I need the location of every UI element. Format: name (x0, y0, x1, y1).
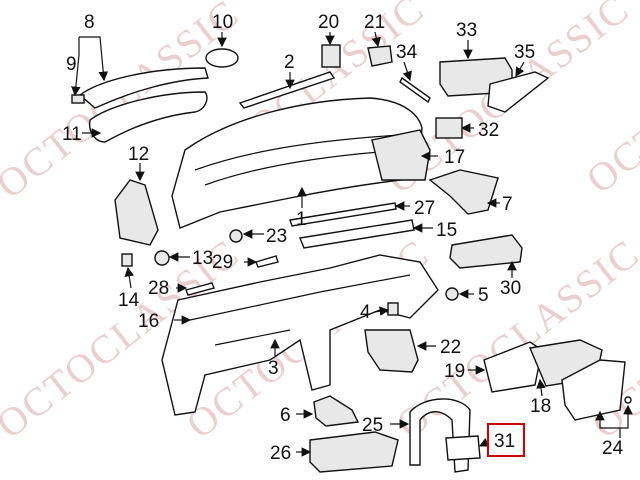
highlight-box (487, 423, 525, 457)
callout-34: 34 (396, 42, 418, 63)
callout-32: 32 (478, 120, 499, 141)
part-grommet-5 (445, 287, 459, 301)
callout-33: 33 (456, 20, 477, 41)
part-side-cover (114, 179, 159, 246)
callout-10: 10 (212, 12, 233, 33)
part-clip (71, 94, 85, 104)
part-center-vent (449, 234, 523, 269)
callout-14: 14 (118, 290, 140, 311)
part-rod (399, 76, 431, 104)
part-bracket-22 (364, 329, 419, 373)
callout-28: 28 (148, 278, 169, 299)
callout-22: 22 (440, 337, 461, 358)
callout-31: 31 (494, 431, 515, 452)
part-air-duct (428, 169, 499, 215)
callout-5: 5 (478, 285, 489, 306)
leader-lines (71, 31, 633, 457)
part-trim-strip (238, 71, 336, 109)
part-dash-top-cover (78, 67, 209, 109)
callout-20: 20 (318, 12, 339, 33)
callout-11: 11 (62, 124, 82, 145)
part-bezel-frame (487, 71, 550, 113)
callout-19: 19 (444, 361, 465, 382)
part-module-26 (309, 431, 399, 473)
callout-7: 7 (502, 194, 513, 215)
part-strip-28 (185, 282, 215, 296)
part-vent-duct (371, 129, 431, 181)
callout-9: 9 (66, 54, 77, 75)
callout-16: 16 (138, 311, 159, 332)
callout-29: 29 (212, 252, 233, 273)
callout-26: 26 (270, 443, 291, 464)
part-cover-31 (445, 435, 481, 461)
part-bracket-4 (387, 302, 399, 316)
part-bracket-20 (321, 44, 341, 68)
callout-labels: 8 9 10 11 2 20 21 34 33 35 32 17 12 7 27… (62, 12, 624, 464)
part-grommet-23 (229, 229, 243, 243)
part-bracket-6 (313, 395, 360, 427)
callout-30: 30 (500, 278, 521, 299)
part-screw (624, 396, 632, 404)
part-switch (435, 117, 463, 139)
callout-15: 15 (436, 220, 457, 241)
callout-4: 4 (360, 302, 371, 323)
part-support-frame (161, 254, 439, 416)
callout-24: 24 (602, 438, 624, 459)
callout-25: 25 (362, 415, 383, 436)
callout-18: 18 (530, 396, 551, 417)
callout-12: 12 (128, 144, 149, 165)
parts-drawings (71, 44, 632, 473)
part-dash-pad (88, 91, 208, 143)
callout-21: 21 (364, 12, 385, 33)
callout-17: 17 (444, 147, 465, 168)
callout-23: 23 (266, 226, 287, 247)
callout-27: 27 (414, 198, 435, 219)
callout-13: 13 (192, 248, 213, 269)
part-clip-14 (121, 253, 133, 267)
callout-2: 2 (284, 52, 295, 73)
part-bracket-21 (367, 45, 393, 67)
callout-6: 6 (280, 405, 291, 426)
callout-8: 8 (84, 12, 95, 33)
callout-3: 3 (268, 358, 279, 379)
part-speaker-cover (205, 48, 239, 68)
part-strip-29 (255, 255, 279, 268)
part-trim-bezel (409, 398, 471, 473)
part-glovebox (561, 359, 626, 421)
part-knob (154, 250, 170, 266)
callout-35: 35 (514, 42, 535, 63)
callout-1: 1 (296, 209, 307, 230)
part-dashboard-body (171, 97, 423, 229)
